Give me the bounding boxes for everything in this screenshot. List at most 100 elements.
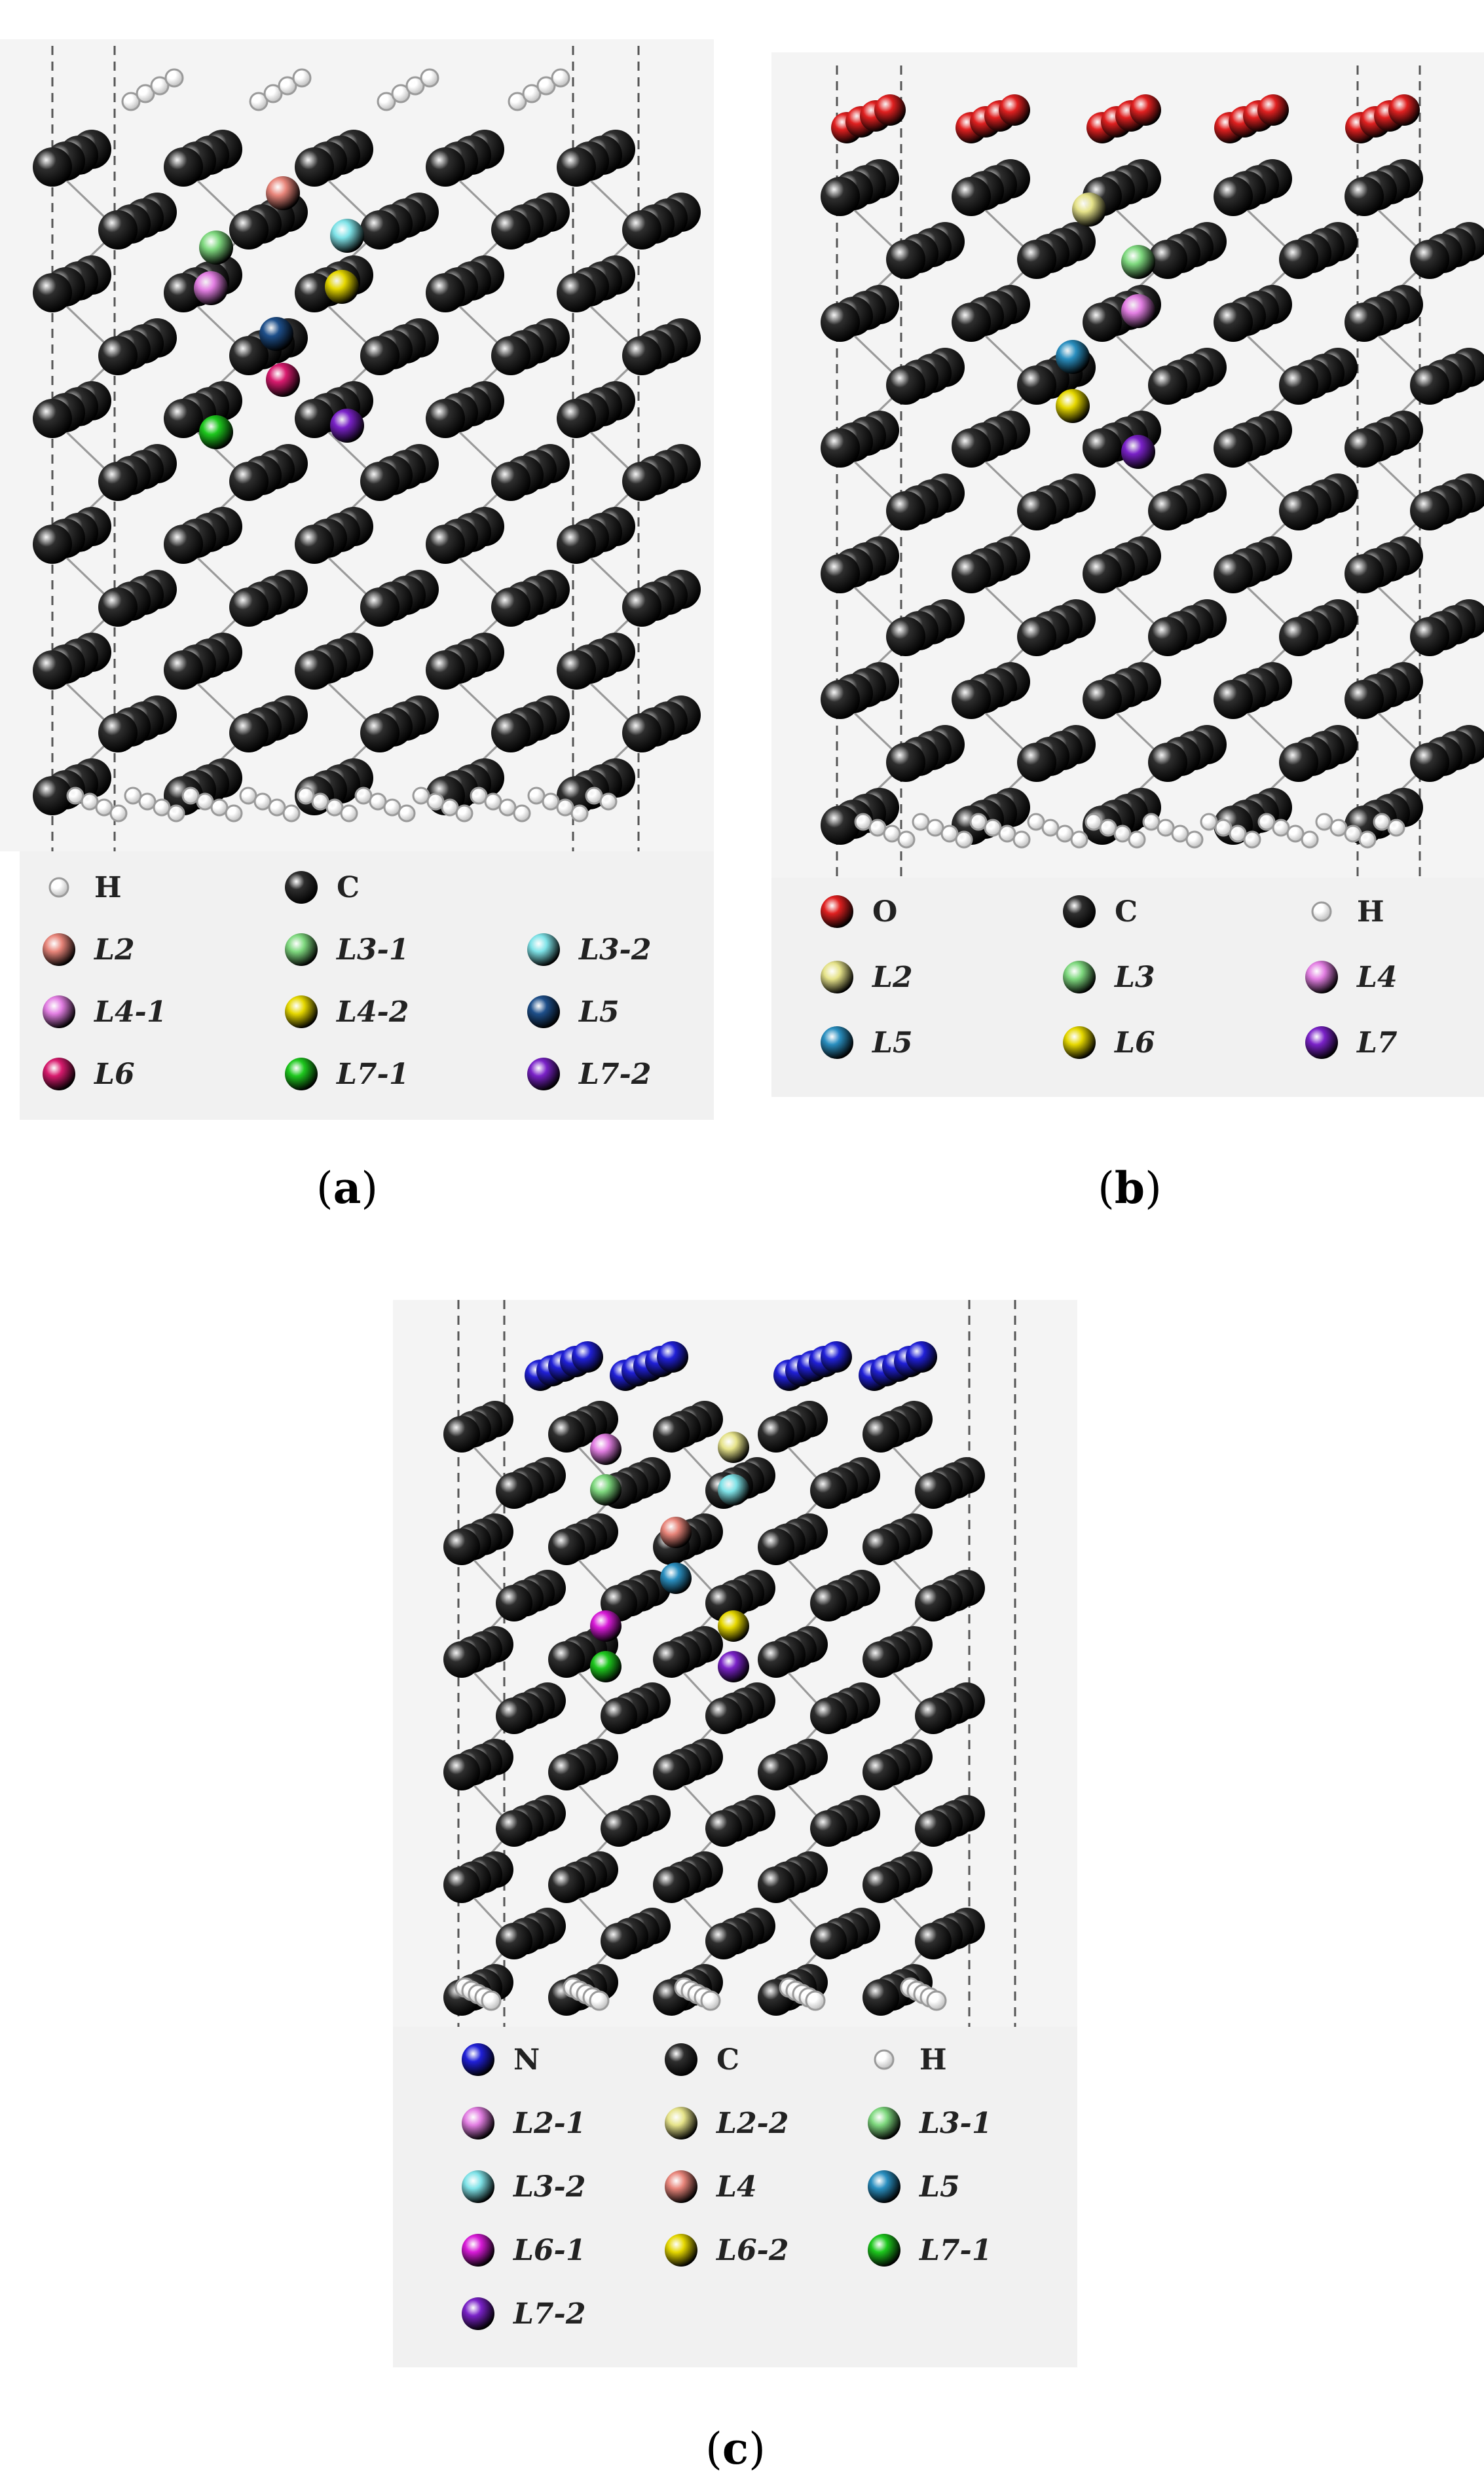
legend-item: L6	[1060, 1023, 1155, 1062]
hydrogen-atom	[377, 92, 396, 111]
hydrogen-atom	[239, 787, 257, 805]
legend-item: L2	[817, 957, 913, 997]
carbon-atom	[1279, 743, 1318, 782]
carbon-atom	[426, 273, 465, 312]
highlighted-atom	[660, 1517, 692, 1548]
legend-swatch	[665, 2234, 697, 2267]
hydrogen-atom	[253, 792, 272, 811]
highlighted-atom	[259, 317, 293, 351]
oxygen-atom	[874, 94, 906, 126]
legend-item: L3-1	[282, 930, 409, 969]
carbon-atom	[496, 1697, 532, 1734]
legend-swatch	[868, 2170, 900, 2203]
hydrogen-atom	[181, 787, 200, 805]
hydrogen-atom	[412, 787, 430, 805]
hydrogen-atom	[513, 804, 531, 823]
legend-swatch	[874, 2049, 895, 2070]
legend-label: L7-2	[579, 1057, 652, 1091]
carbon-atom	[886, 365, 925, 405]
carbon-atom	[1148, 743, 1187, 782]
carbon-atom	[360, 587, 399, 627]
hydrogen-atom	[66, 787, 84, 805]
hydrogen-atom	[536, 76, 556, 96]
hydrogen-atom	[136, 84, 155, 103]
hydrogen-atom	[484, 792, 502, 811]
hydrogen-atom	[263, 84, 283, 103]
legend-label: L2-1	[513, 2106, 586, 2140]
carbon-atom	[496, 1472, 532, 1509]
hydrogen-atom	[926, 1990, 947, 2011]
carbon-atom	[863, 1866, 899, 1903]
carbon-atom	[491, 713, 530, 752]
legend-swatch-icon	[462, 2170, 494, 2203]
highlighted-atom	[590, 1474, 621, 1506]
legend-label: L4-2	[337, 995, 409, 1029]
legend-swatch	[285, 1058, 318, 1090]
hydrogen-atom	[1099, 819, 1117, 837]
oxygen-atom	[1388, 94, 1420, 126]
carbon-atom	[915, 1810, 952, 1847]
carbon-atom	[557, 147, 596, 187]
carbon-atom	[952, 428, 991, 468]
carbon-atom	[863, 1979, 899, 2016]
carbon-atom	[622, 587, 661, 627]
carbon-atom	[1017, 365, 1056, 405]
hydrogen-atom	[498, 798, 517, 817]
hydrogen-atom	[570, 804, 589, 823]
highlighted-atom	[199, 231, 233, 265]
legend-swatch-icon	[868, 2170, 900, 2203]
carbon-atom	[443, 1528, 480, 1565]
legend-swatch-icon	[48, 877, 69, 898]
legend-swatch	[821, 895, 853, 928]
carbon-atom	[1410, 743, 1449, 782]
legend-item: L5	[524, 992, 620, 1031]
legend-swatch-icon	[285, 871, 318, 904]
hydrogen-atom	[167, 804, 185, 823]
hydrogen-atom	[1041, 819, 1060, 837]
legend-swatch	[665, 2043, 697, 2076]
hydrogen-atom	[508, 92, 527, 111]
legend-item: L7	[1302, 1023, 1398, 1062]
highlighted-atom	[590, 1610, 621, 1642]
hydrogen-atom	[868, 819, 887, 837]
legend-swatch-icon	[1311, 901, 1332, 922]
legend-label: L4	[716, 2170, 757, 2204]
hydrogen-atom	[589, 1990, 610, 2011]
carbon-atom	[622, 336, 661, 375]
highlighted-atom	[1121, 245, 1155, 279]
legend-swatch-icon	[1063, 895, 1096, 928]
legend-swatch	[821, 1026, 853, 1059]
legend-item: L4	[1302, 957, 1398, 997]
carbon-atom	[758, 1754, 794, 1790]
carbon-atom	[360, 462, 399, 501]
legend-label: L2	[94, 933, 135, 967]
legend-item: H	[39, 868, 122, 907]
carbon-atom	[821, 177, 860, 216]
carbon-atom	[443, 1754, 480, 1790]
highlighted-atom	[590, 1434, 621, 1465]
carbon-atom	[810, 1697, 847, 1734]
carbon-atom	[1083, 303, 1122, 342]
carbon-atom	[653, 1754, 690, 1790]
highlighted-atom	[1121, 435, 1155, 469]
hydrogen-atom	[196, 792, 214, 811]
carbon-atom	[229, 336, 269, 375]
carbon-atom	[1279, 617, 1318, 656]
legend-item: L3-2	[524, 930, 651, 969]
carbon-atom	[295, 525, 334, 564]
carbon-atom	[821, 303, 860, 342]
carbon-atom	[653, 1416, 690, 1453]
legend-swatch	[285, 871, 318, 904]
legend-swatch-icon	[665, 2234, 697, 2267]
hydrogen-atom	[325, 798, 344, 817]
highlighted-atom	[718, 1474, 749, 1506]
carbon-atom	[360, 210, 399, 250]
legend-swatch-icon	[665, 2107, 697, 2139]
highlighted-atom	[718, 1432, 749, 1463]
hydrogen-atom	[405, 76, 425, 96]
hydrogen-atom	[1185, 830, 1204, 849]
carbon-atom	[1148, 240, 1187, 279]
legend-swatch	[665, 2170, 697, 2203]
legend-swatch	[462, 2107, 494, 2139]
